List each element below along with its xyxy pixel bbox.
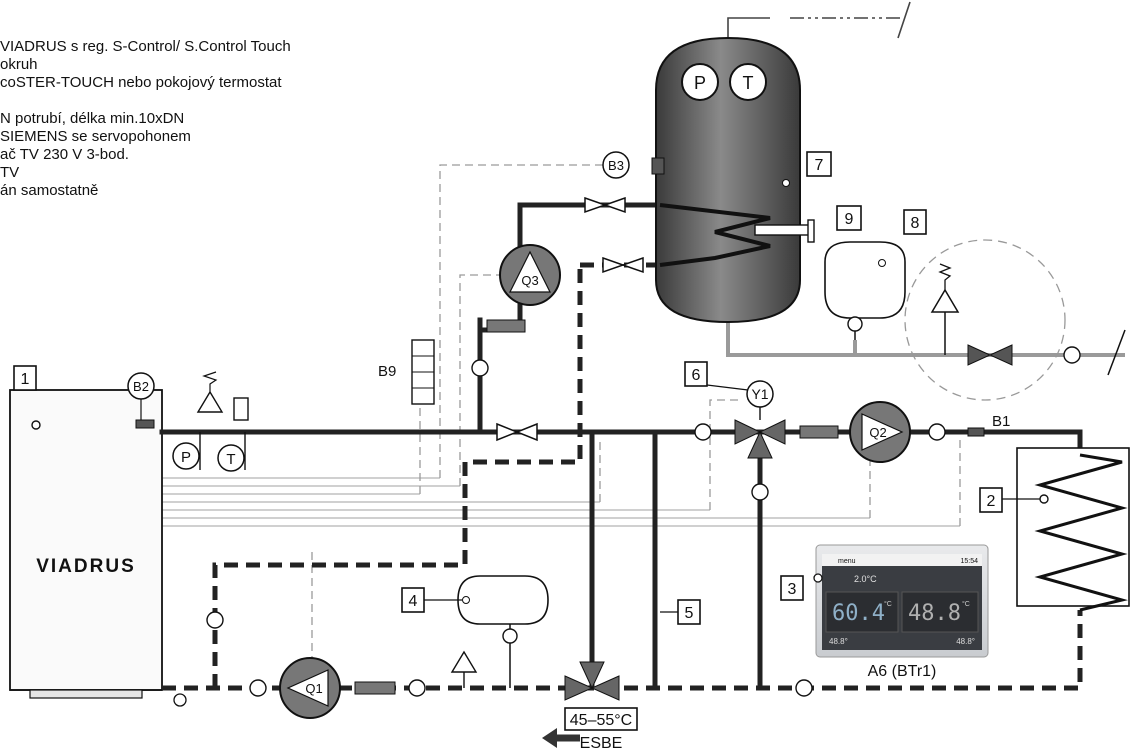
esbe-valve: 45–55°C ESBE [542, 661, 638, 752]
legend-line: ač TV 230 V 3-bod. [0, 146, 129, 163]
pump-q2: Q2 B1 [849, 401, 1010, 463]
legend-line: N potrubí, délka min.10xDN [0, 110, 185, 127]
expansion-vessel-4: 4 [401, 575, 549, 688]
legend-line: VIADRUS s reg. S-Control/ S.Control Touc… [0, 38, 291, 55]
boiler: VIADRUS 1 B2 [9, 365, 163, 699]
legend-line: coSTER-TOUCH nebo pokojový termostat [0, 74, 282, 91]
expansion-vessel-8: 8 [824, 209, 927, 340]
tank-p-label: P [694, 73, 706, 93]
gauge-p-label: P [181, 449, 191, 466]
legend-line: okruh [0, 56, 38, 73]
panel-temp-right: 48.8 [908, 601, 961, 626]
number-2: 2 [987, 493, 996, 510]
signal-lines [162, 477, 960, 527]
pump-q3-label: Q3 [521, 273, 538, 288]
return-pipes [162, 262, 1083, 691]
panel-unit-right: °C [962, 600, 970, 608]
panel-unit-left: °C [884, 600, 892, 608]
control-panel-a6: menu 15:54 2.0°C 60.4 48.8 °C °C 48.8° 4… [780, 544, 989, 680]
pump-q2-label: Q2 [869, 425, 886, 440]
heater-2: 2 [979, 447, 1130, 612]
sensor-b2-label: B2 [133, 379, 149, 394]
tank-t-label: T [743, 73, 754, 93]
boiler-number: 1 [21, 371, 30, 388]
legend-line: SIEMENS se servopohonem [0, 128, 191, 145]
panel-menu: menu [838, 558, 856, 565]
supply-valve [496, 422, 538, 442]
legend-line: TV [0, 164, 20, 181]
number-6: 6 [692, 367, 701, 384]
panel-small-right: 48.8° [956, 637, 975, 646]
sensor-b1-label: B1 [992, 413, 1010, 430]
number-7: 7 [815, 157, 824, 174]
valve-y1-label: Y1 [751, 386, 768, 402]
panel-outdoor: 2.0°C [854, 574, 877, 584]
tank-valves [584, 196, 644, 274]
sensor-b9-label: B9 [378, 363, 396, 380]
number-5: 5 [685, 605, 694, 622]
boiler-gauges: P T [172, 371, 249, 472]
mixing-valve-y1: Y1 6 [684, 361, 839, 501]
sensor-b9: B9 [378, 339, 435, 405]
storage-tank: P T 7 9 B3 [602, 36, 862, 324]
number-9: 9 [845, 211, 854, 228]
boiler-brand: VIADRUS [36, 556, 136, 577]
sensor-b3-label: B3 [608, 158, 624, 173]
esbe-temp: 45–55°C [570, 712, 632, 729]
number-8: 8 [911, 215, 920, 232]
dashed-signal-lines [311, 164, 961, 660]
panel-temp-left: 60.4 [832, 601, 885, 626]
pump-q1: Q1 [173, 611, 813, 719]
pump-q1-label: Q1 [305, 681, 322, 696]
panel-time: 15:54 [960, 558, 978, 565]
panel-small-left: 48.8° [829, 637, 848, 646]
gauge-t-label: T [226, 451, 235, 468]
pump-q3: Q3 [471, 244, 561, 377]
safety-group-detail [904, 239, 1126, 401]
panel-caption: A6 (BTr1) [868, 663, 937, 680]
number-4: 4 [409, 593, 418, 610]
legend-line: án samostatně [0, 182, 99, 199]
esbe-brand: ESBE [580, 735, 623, 752]
number-3: 3 [788, 581, 797, 598]
